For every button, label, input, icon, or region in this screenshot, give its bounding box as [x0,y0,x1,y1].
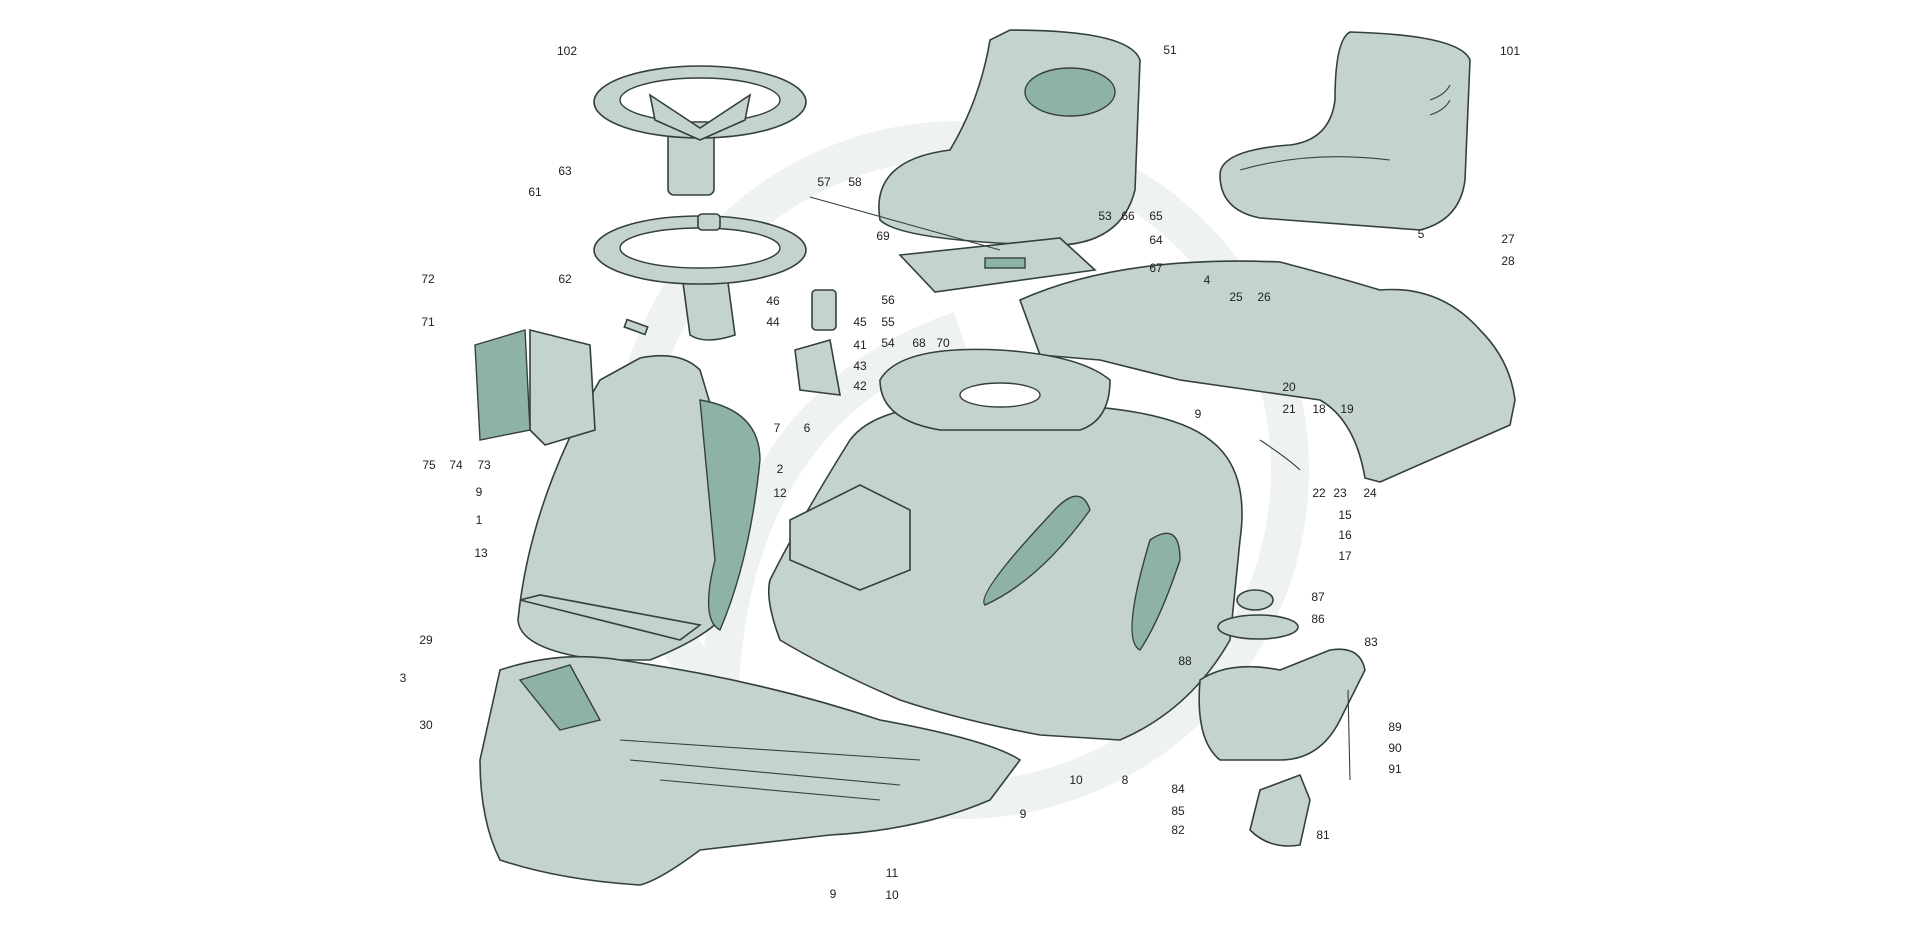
part-label: 62 [558,272,572,286]
part-label: 16 [1338,528,1352,542]
part-label: 89 [1388,720,1402,734]
part-label: 82 [1171,823,1185,837]
battery-71 [474,328,596,446]
part-label: 8 [1122,773,1129,787]
part-label: 22 [1312,486,1326,500]
part-label: 51 [1163,43,1177,57]
part-label: 65 [1149,209,1163,223]
part-label: 83 [1364,635,1378,649]
part-label: 30 [419,718,433,732]
body-shell-8 [767,348,1243,741]
part-label: 4 [1204,273,1211,287]
part-label: 85 [1171,804,1185,818]
part-label: 67 [1149,261,1163,275]
part-label: 23 [1333,486,1347,500]
seat-51 [878,29,1141,293]
part-label: 41 [853,338,867,352]
part-label: 9 [476,485,483,499]
part-label: 27 [1501,232,1515,246]
part-label: 87 [1311,590,1325,604]
fuel-tank-83 [1198,589,1366,847]
part-label: 13 [474,546,488,560]
part-label: 58 [848,175,862,189]
part-label: 43 [853,359,867,373]
part-label: 20 [1282,380,1296,394]
part-label: 101 [1500,44,1520,58]
part-label: 45 [853,315,867,329]
part-label: 15 [1338,508,1352,522]
part-label: 88 [1178,654,1192,668]
part-label: 54 [881,336,895,350]
part-label: 9 [1020,807,1027,821]
part-label: 9 [830,887,837,901]
part-label: 24 [1363,486,1377,500]
part-label: 90 [1388,741,1402,755]
part-label: 73 [477,458,491,472]
part-label: 71 [421,315,435,329]
part-label: 29 [419,633,433,647]
part-label: 28 [1501,254,1515,268]
part-label: 18 [1312,402,1326,416]
part-label: 5 [1418,227,1425,241]
part-label: 46 [766,294,780,308]
part-label: 1 [476,513,483,527]
part-label: 84 [1171,782,1185,796]
part-label: 10 [885,888,899,902]
part-label: 57 [817,175,831,189]
steering-wheel-61 [593,213,807,341]
part-label: 9 [1195,407,1202,421]
dashboard-1 [517,354,761,661]
part-label: 74 [449,458,463,472]
part-label: 61 [528,185,542,199]
part-label: 69 [876,229,890,243]
pedal-assembly-41 [794,196,1001,396]
part-label: 75 [422,458,436,472]
part-label: 70 [936,336,950,350]
part-label: 6 [804,421,811,435]
part-label: 55 [881,315,895,329]
part-label: 102 [557,44,577,58]
part-label: 81 [1316,828,1330,842]
part-label: 86 [1311,612,1325,626]
part-label: 11 [886,866,899,880]
part-label: 7 [774,421,781,435]
part-label: 42 [853,379,867,393]
rear-fender-5 [1018,260,1516,483]
part-label: 17 [1338,549,1352,563]
steering-wheel-102 [593,65,807,196]
part-label: 63 [558,164,572,178]
part-label: 53 [1098,209,1112,223]
part-label: 56 [881,293,895,307]
part-label: 10 [1069,773,1083,787]
seat-101 [1219,31,1471,231]
part-label: 25 [1229,290,1243,304]
part-label: 3 [400,671,407,685]
part-label: 66 [1121,209,1135,223]
part-label: 21 [1282,402,1296,416]
part-label: 12 [773,486,787,500]
part-label: 68 [912,336,926,350]
part-label: 19 [1340,402,1354,416]
part-label: 2 [777,462,784,476]
part-label: 91 [1388,762,1402,776]
part-label: 72 [421,272,435,286]
part-label: 26 [1257,290,1271,304]
part-label: 44 [766,315,780,329]
part-label: 64 [1149,233,1163,247]
footboard-3 [479,594,1022,886]
